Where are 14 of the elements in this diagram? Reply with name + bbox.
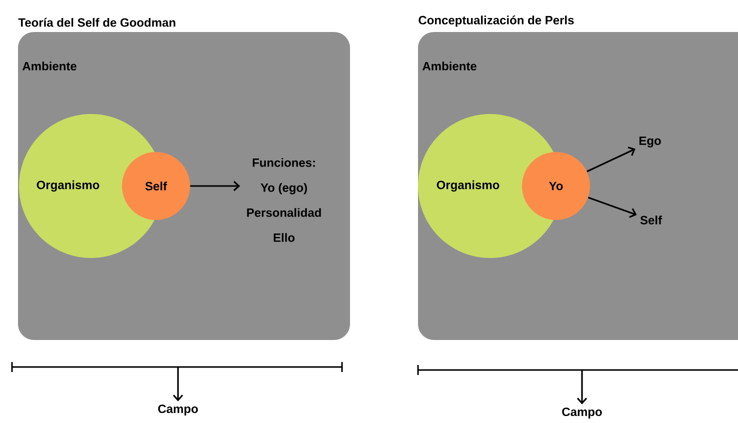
text-label: Campo <box>562 408 602 418</box>
text-label: Ego <box>639 136 661 148</box>
area-label: Ambiente <box>422 62 476 70</box>
text-label: Campo <box>158 404 198 416</box>
arrow <box>586 146 636 172</box>
area-label: Ambiente <box>22 62 76 70</box>
arrow <box>172 367 184 402</box>
arrow <box>190 180 240 192</box>
arrow <box>576 370 588 404</box>
text-label: Funciones: Yo (ego) Personalidad Ello <box>247 158 321 242</box>
arrow <box>588 196 637 218</box>
panel-title: Teoría del Self de Goodman <box>18 18 176 27</box>
panel-title: Conceptualización de Perls <box>418 16 574 27</box>
text-label: Self <box>640 216 662 224</box>
